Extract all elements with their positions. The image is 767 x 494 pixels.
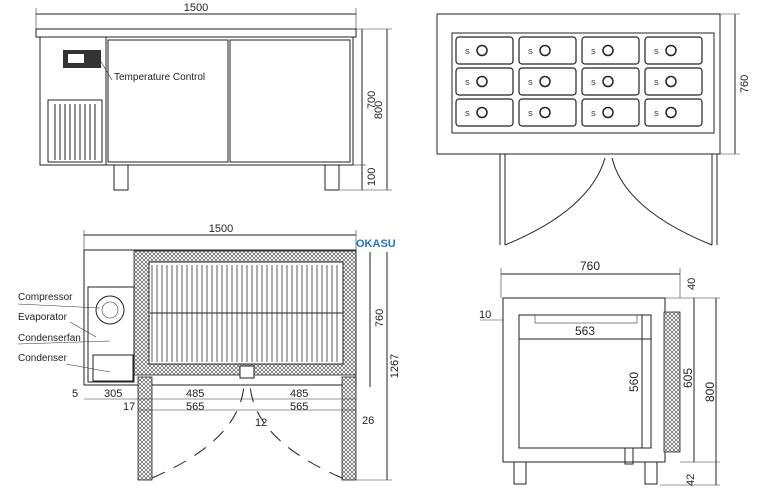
side-wall-dim: 10: [479, 309, 491, 321]
pan: S: [455, 36, 514, 65]
gastronorm-pans: S S S S S S S S S S S S: [455, 36, 703, 127]
plan-view: 1500 Compressor Evaporator Condenserfan …: [17, 223, 401, 481]
condenser-label: Condenser: [18, 353, 68, 364]
pan: S: [644, 36, 703, 65]
side-leg-dim: 42: [685, 474, 697, 486]
pan: S: [581, 98, 640, 127]
side-total-height-dim: 800: [703, 382, 717, 402]
dim-565-left: 565: [186, 401, 204, 413]
condenserfan-label: Condenserfan: [18, 333, 81, 344]
side-door-height-dim: 605: [681, 368, 695, 388]
pan-knob-icon: [602, 106, 614, 119]
pan-knob-icon: [539, 106, 551, 119]
side-top-dim: 40: [686, 278, 698, 290]
side-depth-dim: 760: [580, 259, 600, 273]
pan: S: [644, 98, 703, 127]
front-view: 1500 Temperature Control 700 800 100: [35, 2, 392, 191]
dim-485-right: 485: [290, 388, 308, 400]
pan-mark: S: [465, 49, 470, 56]
plan-depth-dim: 760: [374, 309, 386, 327]
pan-knob-icon: [539, 75, 551, 88]
pan: S: [518, 98, 577, 127]
plan-width-dim: 1500: [209, 223, 233, 235]
pan: S: [518, 67, 577, 96]
top-view: S S S S S S S S S S S S 760: [436, 13, 751, 246]
pan-mark: S: [591, 49, 596, 56]
pan-knob-icon: [602, 44, 614, 57]
pan-mark: S: [465, 80, 470, 87]
pan-mark: S: [465, 111, 470, 118]
pan-mark: S: [528, 80, 533, 87]
front-body-height-dim: 700: [366, 91, 378, 109]
front-total-height-dim: 800: [373, 101, 385, 119]
okasu-logo: OKASU: [356, 238, 396, 250]
front-leg-dim: 100: [366, 168, 378, 186]
pan: S: [581, 36, 640, 65]
dim-17: 17: [123, 401, 135, 413]
compressor-label: Compressor: [18, 292, 73, 303]
pan-knob-icon: [476, 44, 488, 57]
pan-mark: S: [654, 49, 659, 56]
pan-knob-icon: [476, 106, 488, 119]
side-view: 760 40 10 563 560 605 800 42: [479, 259, 720, 486]
pan: S: [581, 67, 640, 96]
dim-485-left: 485: [186, 388, 204, 400]
pan-mark: S: [654, 111, 659, 118]
dim-26: 26: [362, 415, 374, 427]
pan: S: [455, 67, 514, 96]
top-depth-dim: 760: [739, 75, 751, 93]
dim-12: 12: [255, 417, 267, 429]
pan-knob-icon: [665, 106, 677, 119]
dim-5: 5: [72, 388, 78, 400]
pan-knob-icon: [665, 75, 677, 88]
pan-mark: S: [591, 80, 596, 87]
dim-565-right: 565: [290, 401, 308, 413]
front-width-dim: 1500: [184, 2, 208, 14]
evaporator-label: Evaporator: [18, 312, 68, 323]
pan-knob-icon: [476, 75, 488, 88]
pan-mark: S: [528, 49, 533, 56]
side-inner-width-dim: 563: [575, 324, 595, 338]
pan-knob-icon: [539, 44, 551, 57]
pan-mark: S: [654, 80, 659, 87]
pan-mark: S: [591, 111, 596, 118]
pan: S: [455, 98, 514, 127]
side-inner-height-dim: 560: [627, 372, 641, 392]
pan: S: [644, 67, 703, 96]
plan-total-depth-dim: 1267: [389, 354, 401, 378]
pan-knob-icon: [665, 44, 677, 57]
pan-knob-icon: [602, 75, 614, 88]
vent-grille: [47, 99, 103, 163]
temperature-control-label: Temperature Control: [114, 72, 205, 83]
dim-305: 305: [104, 388, 122, 400]
pan: S: [518, 36, 577, 65]
pan-mark: S: [528, 111, 533, 118]
